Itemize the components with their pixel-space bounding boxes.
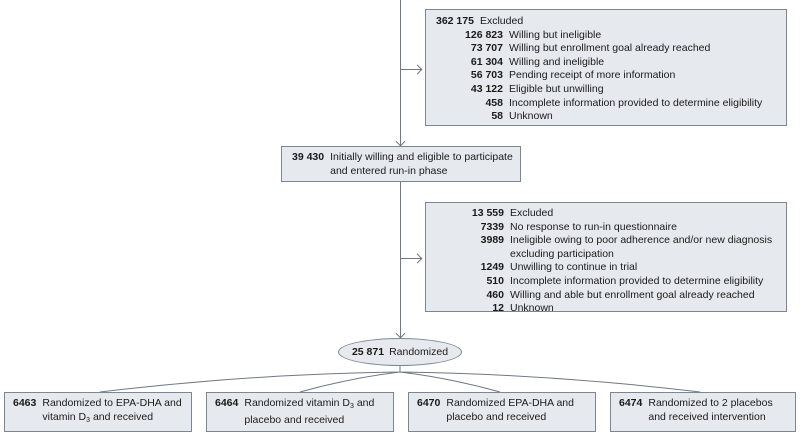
excluded-1-item: 61 304 Willing and ineligible (436, 56, 786, 70)
excluded-1-item-count: 458 (485, 96, 503, 109)
excluded-1-total-label: Excluded (479, 15, 524, 27)
excluded-1-item: 73 707 Willing but enrollment goal alread… (436, 42, 786, 56)
excluded-2-item: 1249 Unwilling to continue in trial (426, 261, 786, 275)
excluded-1-item: 458 Incomplete information provided to de… (436, 97, 786, 111)
excluded-1-item-label: Willing and ineligible (509, 55, 605, 68)
excluded-2-item: 460 Willing and able but enrollment goal … (426, 289, 786, 303)
arm-box-vitamin-d-placebo: 6464 Randomized vitamin D3 and 6464 plac… (206, 392, 394, 432)
arm-row-1: 6474 Randomized to 2 placebos (619, 397, 789, 411)
excluded-2-item-label: Ineligible owing to poor adherence and/o… (510, 234, 773, 247)
excluded-2-item-count: 1249 (480, 261, 504, 274)
excluded-2-item-count: 3989 (480, 234, 504, 247)
excluded-2-item-count: 7339 (480, 220, 504, 233)
excluded-1-item: 43 122 Eligible but unwilling (436, 83, 786, 97)
excluded-1-item-label: Unknown (509, 110, 553, 123)
excluded-2-item-label-line2: excluding participation (510, 247, 614, 260)
arm-box-two-placebos: 6474 Randomized to 2 placebos 6474 and r… (610, 392, 796, 432)
excluded-box-2: 13 559 Excluded 7339 No response to run-i… (425, 202, 787, 314)
arm-box-epa-dha-vitamin-d: 6463 Randomized to EPA-DHA and 6463 vita… (4, 392, 192, 432)
excluded-2-item-spacer (426, 248, 510, 262)
excluded-1-item: 126 823 Willing but ineligible (436, 29, 786, 43)
arm-label-line1: Randomized to 2 placebos (648, 397, 773, 409)
arm-row-2: 6464 placebo and received (215, 414, 387, 428)
excluded-2-item-count: 12 (492, 302, 504, 315)
arm-row-1: 6463 Randomized to EPA-DHA and (13, 397, 185, 411)
main-vertical-line-middle (400, 182, 401, 338)
arm-label-line2: placebo and received (244, 413, 345, 426)
randomized-label: Randomized (389, 346, 449, 358)
excluded-2-item-count: 510 (486, 274, 504, 287)
main-vertical-line-top (400, 0, 401, 146)
arm-label-line1: Randomized to EPA-DHA and (42, 397, 182, 409)
run-in-row-1: 39 430 Initially willing and eligible to… (292, 151, 520, 165)
run-in-count: 39 430 (292, 151, 325, 163)
run-in-box: 39 430 Initially willing and eligible to… (281, 146, 521, 182)
excluded-2-item-label: No response to run-in questionnaire (510, 220, 677, 233)
arm-count: 6474 (619, 397, 643, 409)
excluded-1-total-count: 362 175 (436, 15, 474, 27)
arm-count: 6463 (13, 397, 37, 409)
excluded-box-1: 362 175 Excluded 126 823 Willing but inel… (425, 9, 787, 126)
run-in-row-2: 39 430 and entered run-in phase (292, 165, 520, 179)
excluded-1-item-count: 56 703 (470, 69, 503, 82)
randomized-node: 25 871 Randomized (338, 338, 462, 366)
excluded-1-item: 56 703 Pending receipt of more informatio… (436, 69, 786, 83)
excluded-1-item-label: Willing but enrollment goal already reac… (509, 42, 711, 55)
run-in-label-line1: Initially willing and eligible to partic… (330, 151, 513, 163)
excluded-2-item-label: Unwilling to continue in trial (510, 261, 638, 274)
arm-count: 6470 (417, 397, 441, 409)
arm-box-epa-dha-placebo: 6470 Randomized EPA-DHA and 6470 placebo… (408, 392, 596, 432)
randomized-count: 25 871 (351, 346, 385, 358)
arm-row-2: 6470 placebo and received (417, 411, 589, 425)
excluded-2-item-label: Incomplete information provided to deter… (510, 274, 764, 287)
run-in-label-line2: and entered run-in phase (330, 164, 448, 177)
arm-label-line2: placebo and received (446, 410, 547, 423)
arm-count: 6464 (215, 397, 239, 409)
excluded-2-item: 12 Unknown (426, 302, 786, 316)
arm-row-1: 6464 Randomized vitamin D3 and (215, 397, 387, 414)
excluded-2-total-count: 13 559 (471, 207, 504, 219)
excluded-2-item-label: Unknown (510, 302, 554, 315)
excluded-1-item-count: 126 823 (465, 28, 503, 41)
excluded-1-total-row: 362 175 Excluded (436, 15, 786, 29)
excluded-1-item-label: Willing but ineligible (509, 28, 602, 41)
excluded-1-item-label: Incomplete information provided to deter… (509, 96, 763, 109)
excluded-1-item-count: 58 (491, 110, 503, 123)
excluded-2-item-count: 460 (486, 288, 504, 301)
excluded-2-item-continuation: excluding participation (426, 248, 786, 262)
arm-label-line1: Randomized EPA-DHA and (446, 397, 574, 409)
arm-label-line2: and received intervention (648, 410, 766, 423)
excluded-1-item-count: 61 304 (470, 55, 503, 68)
branch-line-excluded-2 (400, 258, 422, 259)
excluded-1-item-count: 43 122 (470, 82, 503, 95)
arm-connector-lines (99, 366, 701, 393)
excluded-1-item-label: Pending receipt of more information (509, 69, 676, 82)
excluded-2-total-label: Excluded (510, 207, 554, 219)
branch-line-excluded-1 (400, 69, 422, 70)
excluded-2-item: 510 Incomplete information provided to de… (426, 275, 786, 289)
excluded-1-item-count: 73 707 (470, 42, 503, 55)
excluded-2-total-row: 13 559 Excluded (426, 207, 786, 221)
arm-row-2: 6474 and received intervention (619, 411, 789, 425)
excluded-2-item: 3989 Ineligible owing to poor adherence a… (426, 234, 786, 248)
excluded-1-item: 58 Unknown (436, 110, 786, 124)
excluded-2-item: 7339 No response to run-in questionnaire (426, 221, 786, 235)
arm-row-1: 6470 Randomized EPA-DHA and (417, 397, 589, 411)
excluded-1-item-label: Eligible but unwilling (509, 82, 604, 95)
arm-label-line1: Randomized vitamin D3 and (244, 397, 375, 410)
excluded-2-item-label: Willing and able but enrollment goal alr… (510, 288, 755, 301)
